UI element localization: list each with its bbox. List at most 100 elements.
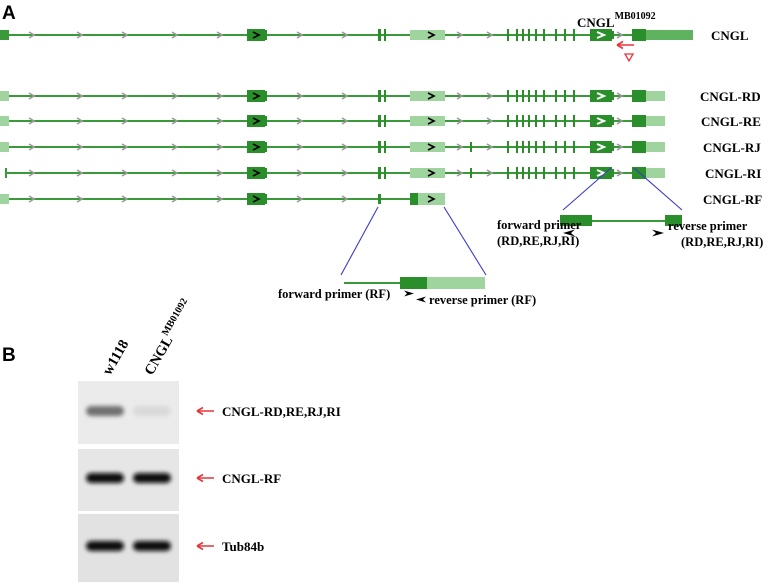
exon [507,29,509,41]
gel-panel: CNGL-RF [78,449,281,511]
intron-direction-icon [76,195,84,203]
gel-band [133,406,171,416]
intron-direction-icon [121,169,129,177]
transcript-label: CNGL-RI [705,166,761,181]
intron-direction-icon [341,169,349,177]
exon-direction-icon [596,31,607,39]
forward-primer-rd-label-2: (RD,RE,RJ,RI) [497,234,579,248]
intron-direction-icon [121,195,129,203]
reverse-primer-rd-label-2: (RD,RE,RJ,RI) [681,235,763,249]
exon [564,29,566,41]
exon [632,90,646,102]
utr [410,168,445,178]
intron-direction-icon [486,31,494,39]
exon [378,194,381,204]
intron-direction-icon [456,169,464,177]
exon-direction-icon [427,195,436,203]
intron-direction-icon [216,169,224,177]
exon [555,167,557,179]
transcript-row: CNGL-RD [0,89,761,104]
exon-direction-icon [252,31,261,39]
intron-direction-icon [76,143,84,151]
forward-primer-rd-label-1: forward primer [497,218,582,232]
intron-direction-icon [216,195,224,203]
intron-direction-icon [121,31,129,39]
forward-primer-arrow-icon [563,229,575,237]
intron-direction-icon [216,92,224,100]
exon [0,194,9,204]
exon [516,115,518,127]
exon [247,115,265,127]
exon [543,29,545,41]
exon [0,116,9,126]
exon-direction-icon [596,92,607,100]
gel-band [86,406,124,416]
exon [528,29,530,41]
utr [410,91,445,101]
utr [418,193,445,205]
utr [646,142,665,152]
transcript-row: CNGL-RE [0,114,761,129]
exon [535,167,537,179]
intron-direction-icon [486,169,494,177]
utr [646,116,665,126]
exon [507,90,509,102]
exon [612,31,614,39]
intron-direction-icon [171,117,179,125]
intron-direction-icon [341,195,349,203]
exon-direction-icon [427,31,436,39]
exon [516,90,518,102]
forward-primer-rf-arrow-icon [404,290,414,297]
exon [543,90,545,102]
intron-direction-icon [616,92,624,100]
exon [590,90,612,102]
exon [265,194,267,204]
intron-direction-icon [171,195,179,203]
intron-direction-icon [28,117,36,125]
exon [543,115,545,127]
exon-direction-icon [427,117,436,125]
exon [522,167,524,179]
intron-direction-icon [616,117,624,125]
exon-direction-icon [596,117,607,125]
intron-direction-icon [296,31,304,39]
panel-a-letter: A [2,3,16,24]
exon [528,115,530,127]
gel-band [86,473,124,483]
band-arrow-icon [196,541,204,551]
primer-zoom-lines-rd [340,167,683,276]
exon [410,193,418,205]
exon [0,30,9,40]
lane-label-cngl-mutant: CNGLMB01092 [139,297,197,378]
exon-direction-icon [252,117,261,125]
transcript-label: CNGL-RD [700,89,761,104]
intron-direction-icon [456,92,464,100]
utr [646,168,665,178]
exon [522,90,524,102]
transcript-label: CNGL-RE [701,114,761,129]
exon [384,29,386,41]
exon [590,29,612,41]
intron-direction-icon [341,143,349,151]
exon [265,30,267,40]
intron-direction-icon [28,169,36,177]
intron-direction-icon [616,31,624,39]
exon [612,169,614,177]
exon-direction-icon [427,92,436,100]
intron-direction-icon [216,143,224,151]
allele-label: CNGLMB01092 [577,11,656,30]
exon-direction-icon [252,169,261,177]
exon [590,115,612,127]
intron-direction-icon [341,117,349,125]
exon [470,168,472,178]
exon [535,29,537,41]
intron-direction-icon [456,143,464,151]
exon [543,141,545,153]
band-arrow-icon [196,406,204,416]
utr [410,116,445,126]
exon-direction-icon [252,92,261,100]
exon [378,141,381,153]
exon [528,141,530,153]
exon [507,167,509,179]
